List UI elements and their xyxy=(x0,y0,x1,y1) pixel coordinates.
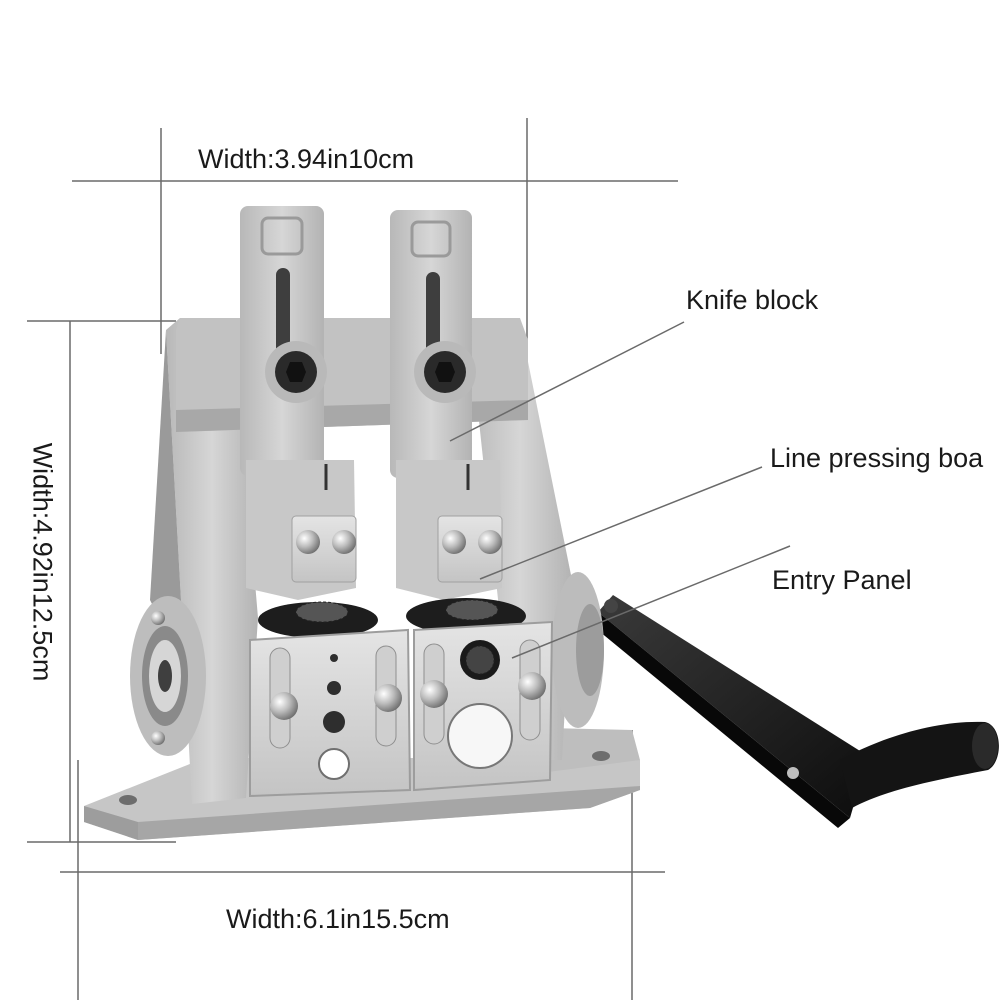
entry-panel-leader xyxy=(511,545,791,659)
callout-leader-lines xyxy=(449,321,791,659)
dimension-lines xyxy=(27,118,678,1000)
entry-panel-right xyxy=(413,620,554,792)
entry-panel-callout: Entry Panel xyxy=(772,565,912,595)
line-pressing-board-leader xyxy=(479,466,763,580)
knife-block-leader xyxy=(449,321,685,442)
left-bearing xyxy=(130,596,206,756)
bottom-width-label: Width:6.1in15.5cm xyxy=(226,904,450,934)
right-bearing xyxy=(552,572,604,728)
top-width-label: Width:3.94in10cm xyxy=(198,144,415,174)
line-pressing-board-callout: Line pressing boa xyxy=(770,443,984,473)
height-label: Width:4.92in12.5cm xyxy=(27,442,58,682)
entry-panel-left xyxy=(249,628,412,798)
crank-handle xyxy=(588,595,999,828)
knife-block-right xyxy=(390,210,503,600)
knife-block-callout: Knife block xyxy=(686,285,819,315)
knife-block-left xyxy=(240,206,357,600)
